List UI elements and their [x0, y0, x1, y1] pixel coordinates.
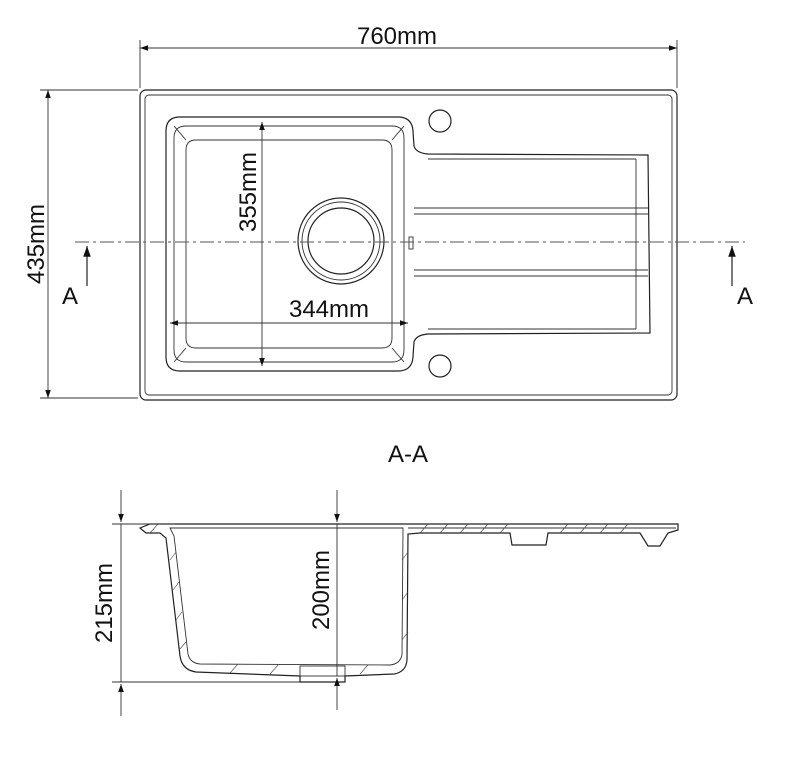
bowl-outline	[165, 116, 651, 372]
section-marker-right: A	[737, 283, 753, 310]
bowl-depth-label: 200mm	[308, 550, 335, 630]
depth-dimension-label: 435mm	[23, 204, 50, 284]
width-dimension-label: 760mm	[357, 23, 437, 50]
bowl-corner-line	[173, 347, 187, 363]
tap-hole-bottom	[428, 354, 452, 378]
drain-ring	[301, 201, 381, 281]
section-hatch	[149, 523, 629, 675]
section-profile-outer	[138, 523, 679, 683]
total-height-label: 215mm	[91, 563, 118, 643]
drain-spigot	[299, 665, 346, 677]
section-profile-inner	[169, 527, 404, 666]
tap-hole-top	[428, 109, 452, 133]
sink-outline	[139, 89, 678, 401]
bowl-corner-line	[391, 125, 405, 141]
top-view: A A 760mm 435mm 355mm 344mm	[23, 23, 753, 401]
section-marker-left: A	[62, 283, 78, 310]
overflow-slot	[408, 236, 414, 250]
bowl-length-label: 355mm	[235, 152, 262, 232]
sink-outline-inner	[144, 94, 673, 396]
bowl-width-label: 344mm	[289, 296, 369, 323]
bowl-corner-line	[391, 347, 405, 363]
section-title: A-A	[388, 441, 428, 468]
bowl-corner-line	[173, 125, 187, 141]
drain-outer-ring	[297, 197, 385, 285]
section-view: A-A	[91, 441, 679, 716]
bowl-inner-outline	[173, 125, 405, 363]
bowl-floor-outline	[185, 139, 393, 349]
drain-inner-ring	[307, 207, 375, 275]
